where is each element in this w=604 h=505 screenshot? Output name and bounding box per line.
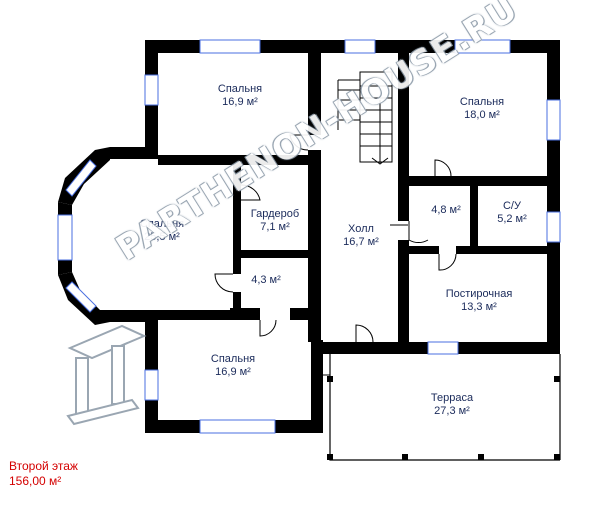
- wall-fixtures: [310, 96, 555, 366]
- room-area: 7,1 м²: [260, 221, 290, 233]
- room-name: Терраса: [430, 392, 474, 404]
- interior-walls: [158, 53, 547, 342]
- room-label-bedroom-top-left: Спальня 16,9 м²: [218, 83, 262, 109]
- room-area: 16,9 м²: [222, 96, 258, 108]
- room-area: 18,0 м²: [464, 109, 500, 121]
- total-area: 156,00 м²: [9, 474, 62, 488]
- room-label-hall: Холл 16,7 м²: [343, 223, 379, 249]
- room-area: 13,3 м²: [461, 301, 497, 313]
- room-name: Спальня: [139, 218, 185, 230]
- room-area: 4,8 м²: [431, 204, 461, 216]
- room-label-linen-room: Постирочная 13,3 м²: [446, 288, 513, 314]
- room-area: 27,3 м²: [434, 405, 470, 417]
- room-label-small-room: 4,3 м²: [251, 274, 281, 287]
- room-name: Гардероб: [250, 208, 300, 220]
- room-label-terrace: Терраса 27,3 м²: [431, 392, 473, 418]
- room-area: 5,2 м²: [497, 213, 527, 225]
- staircase: [337, 71, 393, 165]
- doors: [214, 134, 457, 343]
- room-label-wardrobe: Гардероб 7,1 м²: [251, 208, 299, 234]
- room-name: Постирочная: [445, 288, 513, 300]
- room-label-bedroom-bay: Спальня 25,5 м²: [140, 218, 184, 244]
- room-area: 4,3 м²: [251, 274, 281, 286]
- room-name: Холл: [348, 223, 374, 235]
- floor-name: Второй этаж: [9, 459, 78, 473]
- room-area: 16,9 м²: [215, 366, 251, 378]
- room-label-bedroom-bottom: Спальня 16,9 м²: [211, 353, 255, 379]
- room-name: Спальня: [217, 83, 263, 95]
- terrace-structure: [323, 354, 561, 461]
- floor-caption: Второй этаж 156,00 м²: [9, 459, 78, 489]
- room-area: 25,5 м²: [144, 231, 180, 243]
- room-label-lobby: 4,8 м²: [431, 204, 461, 217]
- watermark-logo-icon: [66, 324, 147, 426]
- room-name: Спальня: [210, 353, 256, 365]
- room-area: 16,7 м²: [343, 236, 379, 248]
- room-label-bathroom: С/У 5,2 м²: [497, 200, 527, 226]
- windows: [57, 39, 561, 434]
- room-name: Спальня: [459, 96, 505, 108]
- room-label-bedroom-top-right: Спальня 18,0 м²: [460, 96, 504, 122]
- room-name: С/У: [502, 200, 521, 212]
